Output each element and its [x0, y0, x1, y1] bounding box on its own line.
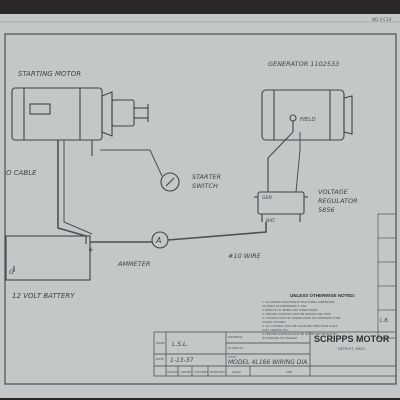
- switch-lead: [100, 149, 163, 177]
- generator-label: GENERATOR 1102533: [268, 60, 339, 68]
- note-line: 1. ALLOWABLE VARIATION OF FRACTIONAL DIM…: [262, 300, 335, 304]
- date-value: 1-13-37: [170, 357, 194, 364]
- cable-label: O CABLE: [6, 169, 37, 177]
- voltage-regulator: [254, 191, 308, 222]
- quantity-label: QUANTITY: [228, 346, 243, 350]
- checked-label: CHECKED: [194, 370, 208, 374]
- battery-case: [5, 235, 91, 281]
- voltage-regulator-label-line3: 5856: [318, 206, 335, 214]
- side-label: L.B.: [380, 318, 389, 324]
- starter-cable: [57, 140, 87, 237]
- scale-label: SCALE: [232, 370, 241, 374]
- note-line: RUST, GRADES, ETC.: [262, 328, 289, 332]
- field-label: FIELD: [300, 117, 316, 123]
- starter-switch-dial: [160, 172, 180, 192]
- starter-switch: [160, 172, 180, 192]
- starting-motor-solenoid: [29, 103, 51, 115]
- note-line: OUGHLY CLEANED: [262, 320, 286, 324]
- battery-minus: G: [9, 269, 14, 276]
- top-reference: NO 3 C14: [372, 17, 392, 22]
- notes-block: UNLESS OTHERWISE NOTED: 1. ALLOWABLE VAR…: [262, 293, 356, 340]
- paper: [0, 14, 400, 398]
- released-label: RELEASED: [210, 370, 225, 374]
- date-label: DATE: [156, 357, 164, 361]
- starting-motor-nose: [101, 91, 113, 137]
- battery-plus: +: [88, 246, 94, 254]
- revision-box: [377, 213, 397, 339]
- note-line: 2. REMOVE ALL BURRS AND SHARP EDGES: [262, 308, 318, 312]
- wire-label: #10 WIRE: [228, 252, 262, 260]
- starter-switch-needle: [165, 177, 175, 187]
- note-line: 5. ALL CASTINGS MUST BE CLEAN AND FREE F…: [262, 324, 338, 328]
- revision-column: [377, 213, 397, 339]
- starting-motor-label: STARTING MOTOR: [18, 70, 81, 78]
- battery-label: 12 VOLT BATTERY: [12, 292, 75, 300]
- drawn-label: DRAWN: [167, 370, 178, 374]
- starter-cable-outer: [63, 140, 93, 235]
- battery: [5, 235, 91, 281]
- note-line: OR ANGULAR DIMENSIONS ± 1/64: [262, 304, 307, 308]
- title-block: [153, 331, 397, 377]
- notes-heading: UNLESS OTHERWISE NOTED:: [290, 293, 356, 298]
- starter-switch-label-line2: SWITCH: [192, 182, 218, 190]
- made-value: L.S.L.: [172, 341, 188, 348]
- regulator-box: [257, 191, 305, 215]
- drawing-border: [4, 33, 397, 385]
- field-lead: [295, 132, 301, 193]
- note-line: IN HANDLING OR STORAGE: [262, 336, 298, 340]
- generator-to-regulator: [267, 131, 294, 192]
- note-line: 6. FINISHED SURFACES MUST BE PROTECTED F…: [262, 332, 337, 336]
- starting-motor: [11, 87, 149, 156]
- gen-terminal-label: GEN.: [262, 195, 273, 201]
- title-label: TITLE: [227, 355, 236, 359]
- generator-end-cap: [343, 95, 353, 135]
- company-name: SCRIPPS MOTOR: [314, 334, 390, 344]
- note-line: 4. CASTINGS MUST BE SANDBLASTED OR OTHER…: [262, 316, 341, 320]
- wiring: [57, 131, 301, 243]
- paper-shade: [0, 14, 400, 398]
- ammeter-label: AMMETER: [117, 260, 150, 268]
- drawing-title: MODEL 4L166 WIRING DIA: [228, 359, 307, 366]
- company-subtitle: DETROIT, MICH.: [338, 347, 366, 351]
- generator: [261, 89, 353, 141]
- ammeter-symbol: A: [155, 236, 161, 245]
- note-line: 3. FINISHED SURFACES MUST BE SMOOTH AND …: [262, 312, 331, 316]
- size-label: SIZE: [286, 370, 293, 374]
- traced-label: TRACED: [179, 370, 191, 374]
- bat-terminal-label: BAT.: [266, 218, 276, 224]
- starting-motor-drive: [111, 99, 135, 127]
- material-label: MATERIAL: [228, 335, 243, 339]
- voltage-regulator-label-line1: VOLTAGE: [318, 188, 349, 196]
- ammeter-to-regulator: [167, 222, 267, 241]
- voltage-regulator-label-line2: REGULATOR: [318, 197, 358, 205]
- made-label: MADE: [156, 341, 165, 345]
- starter-switch-label-line1: STARTER: [192, 173, 221, 181]
